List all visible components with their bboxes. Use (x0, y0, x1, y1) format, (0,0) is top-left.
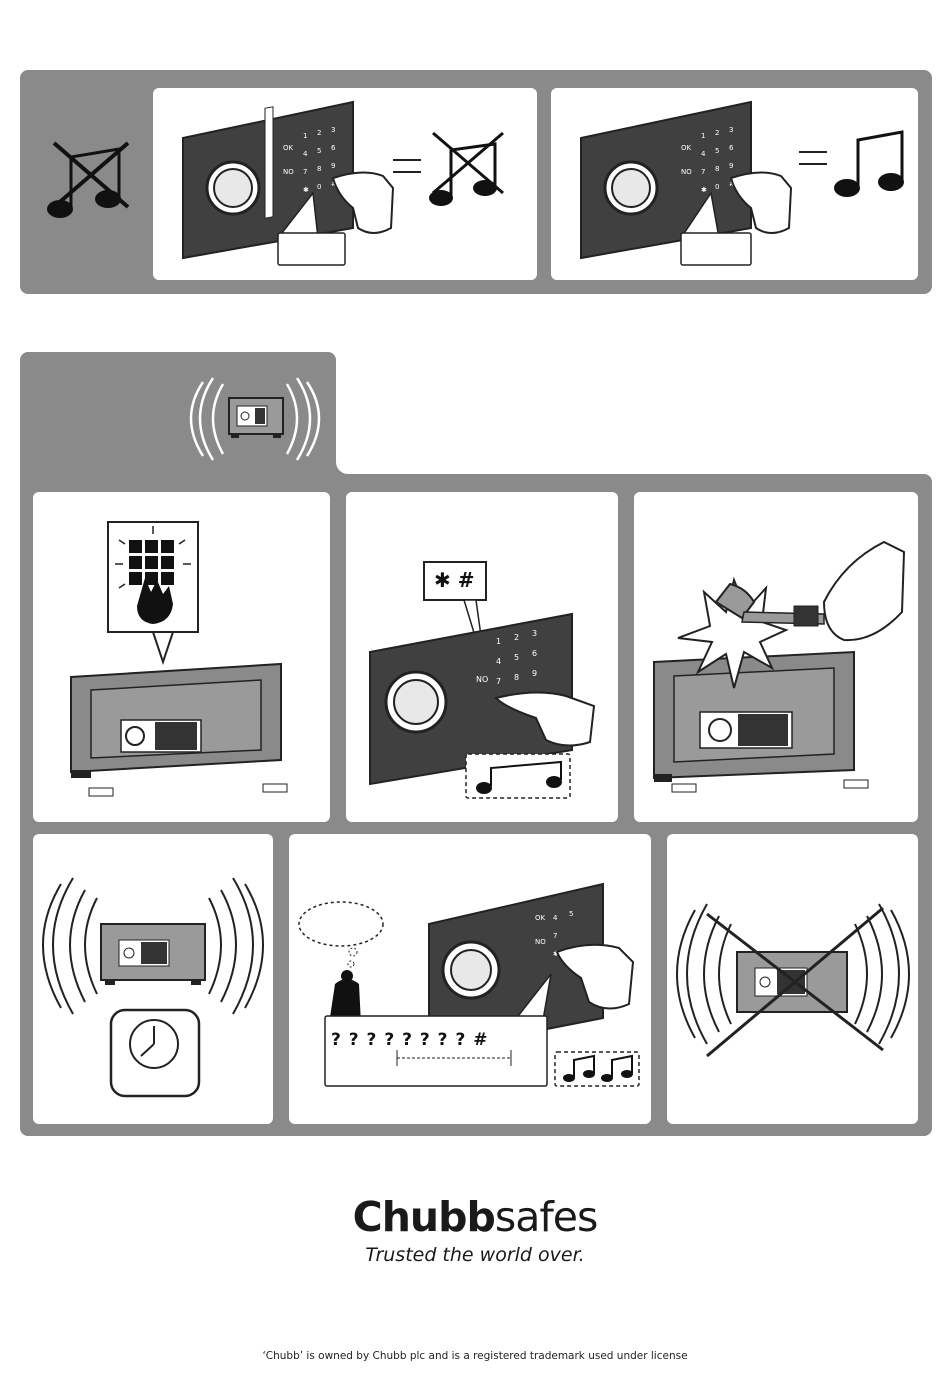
svg-text:2: 2 (317, 129, 321, 137)
svg-text:✱: ✱ (701, 186, 707, 194)
muted-note-icon-small (429, 133, 503, 206)
svg-text:6: 6 (729, 144, 734, 152)
svg-text:7: 7 (303, 168, 307, 176)
svg-text:9: 9 (729, 162, 733, 170)
svg-text:4: 4 (701, 150, 706, 158)
svg-text:9: 9 (331, 162, 335, 170)
svg-text:8: 8 (317, 165, 321, 173)
svg-text:7: 7 (496, 677, 501, 686)
safe-illustration (737, 952, 847, 1012)
svg-text:OK: OK (681, 144, 692, 152)
svg-text:4: 4 (553, 914, 558, 922)
clock-icon (130, 1020, 178, 1068)
svg-text:NO: NO (535, 938, 546, 946)
code-sequence-text: ? ? ? ? ? ? ? ? # (331, 1030, 488, 1050)
svg-text:OK: OK (535, 914, 546, 922)
svg-text:7: 7 (701, 168, 705, 176)
svg-text:8: 8 (514, 673, 519, 682)
svg-text:NO: NO (681, 168, 692, 176)
brand-logo: Chubbsafes (0, 1193, 950, 1241)
safe-illustration (71, 664, 287, 796)
empty-callout (681, 233, 751, 265)
brand-name-light: safes (495, 1193, 598, 1241)
svg-text:6: 6 (331, 144, 336, 152)
svg-text:1: 1 (701, 132, 705, 140)
svg-text:9: 9 (532, 669, 537, 678)
svg-text:7: 7 (553, 932, 557, 940)
svg-text:✱: ✱ (303, 186, 309, 194)
svg-text:8: 8 (715, 165, 719, 173)
svg-text:2: 2 (715, 129, 719, 137)
cross-out-icon (707, 908, 883, 1056)
card-hammer-impact (634, 492, 918, 822)
trademark-notice: ‘Chubb’ is owned by Chubb plc and is a r… (0, 1350, 950, 1362)
svg-text:6: 6 (532, 649, 537, 658)
svg-text:NO: NO (476, 675, 488, 684)
brand-tagline: Trusted the world over. (0, 1244, 950, 1266)
brand-name-bold: Chubb (353, 1193, 495, 1241)
thought-bubble (299, 902, 383, 946)
star-hash-bubble: ✱ # (434, 568, 474, 592)
code-entry-box (325, 1016, 547, 1086)
svg-text:5: 5 (317, 147, 321, 155)
svg-text:0: 0 (317, 183, 321, 191)
svg-text:5: 5 (569, 910, 573, 918)
empty-callout (278, 233, 345, 265)
svg-text:OK: OK (283, 144, 294, 152)
card-alarm-cancelled (667, 834, 918, 1124)
svg-text:5: 5 (514, 653, 519, 662)
svg-text:1: 1 (496, 637, 501, 646)
card-keypad-lights (33, 492, 330, 822)
muted-note-icon (40, 135, 140, 225)
svg-text:4: 4 (303, 150, 308, 158)
svg-text:3: 3 (729, 126, 733, 134)
music-note-icon (834, 132, 904, 197)
safe-illustration (654, 652, 868, 792)
alarm-safe-icon (185, 368, 325, 468)
card-alarm-timer (33, 834, 273, 1124)
svg-text:4: 4 (496, 657, 501, 666)
card-star-hash: 1 2 3 4 5 6 7 8 9 NO ✱ # (346, 492, 618, 822)
keypad-grid-icon (129, 540, 174, 585)
hand-icon (824, 542, 904, 640)
svg-text:3: 3 (532, 629, 537, 638)
svg-text:2: 2 (514, 633, 519, 642)
safe-illustration (101, 924, 205, 985)
svg-text:0: 0 (715, 183, 719, 191)
svg-text:1: 1 (303, 132, 307, 140)
svg-text:NO: NO (283, 168, 294, 176)
svg-text:3: 3 (331, 126, 335, 134)
svg-text:5: 5 (715, 147, 719, 155)
